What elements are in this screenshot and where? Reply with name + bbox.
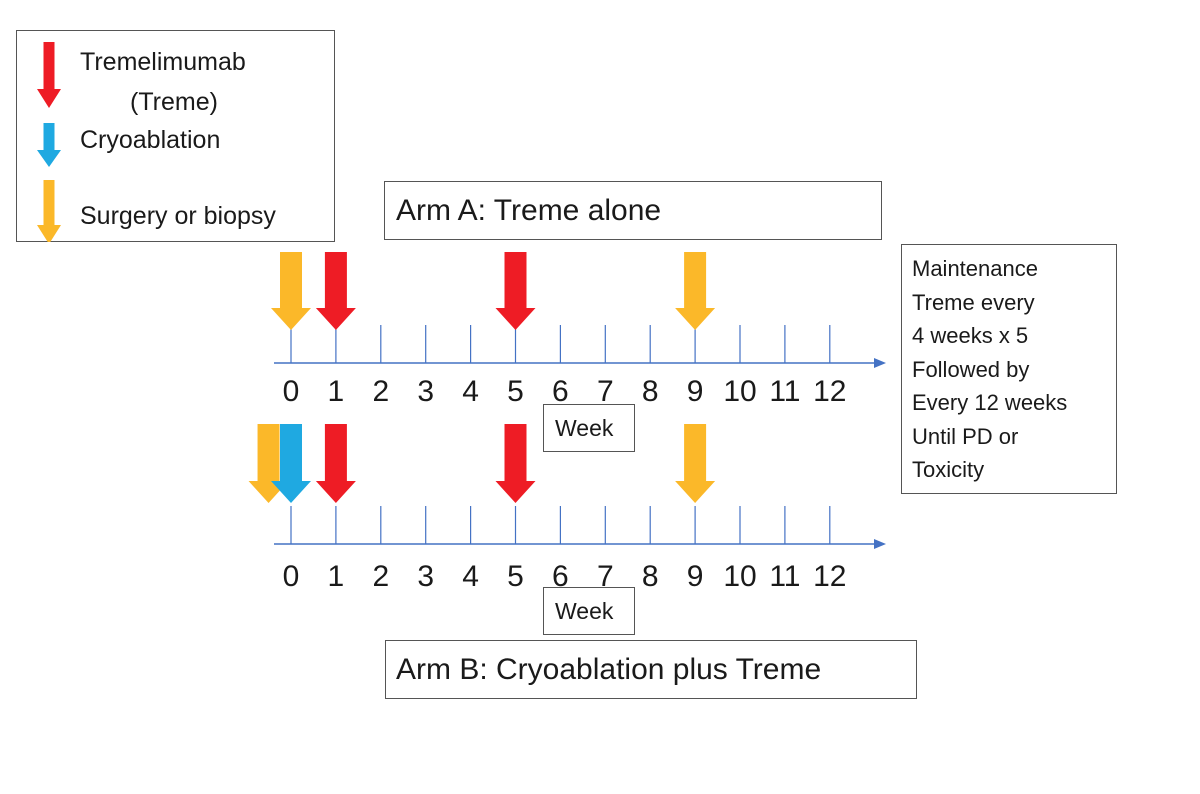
legend-icons [37,42,61,242]
arm-a-title-box: Arm A: Treme alone [384,181,882,240]
legend-label-surgery: Surgery or biopsy [80,202,276,230]
arm-a-tick-label: 11 [769,375,800,408]
arm-a-week-box: Week [543,404,635,452]
arm-b-tick-label: 8 [642,560,659,593]
arm-a-tick-label: 10 [723,375,756,408]
maintenance-line: Maintenance [912,256,1038,281]
arm-b-week-box: Week [543,587,635,635]
maintenance-line: Followed by [912,356,1030,382]
arm-b-tick-label: 11 [769,560,800,593]
blue-down-arrow-icon [37,123,61,167]
arm-a-title: Arm A: Treme alone [396,194,662,227]
maintenance-box: Maintenance Treme every 4 weeks x 5 Foll… [901,244,1117,494]
arm-b-tick-label: 6 [552,560,569,593]
arm-a-tick-label: 9 [687,375,704,408]
orange-down-arrow-icon [37,180,61,242]
arm-b-treme-arrow [495,424,536,503]
arm-b-tick-label: 7 [597,560,614,593]
arm-b-tick-label: 5 [507,560,524,593]
blue-down-arrow-icon [37,123,61,167]
maintenance-line: Until PD or [912,423,1019,449]
arm-a-tick-label: 6 [552,375,569,408]
arm-b-tick-label: 1 [328,560,345,593]
arm-b-tick-label: 12 [813,560,846,593]
orange-down-arrow-icon [37,180,61,242]
arm-b-tick-label: 3 [417,560,434,593]
arm-a-tick-label: 0 [283,375,300,408]
maintenance-line: Toxicity [912,457,985,482]
arm-b-title-box: Arm B: Cryoablation plus Treme [385,640,917,699]
arm-a-tick-label: 1 [328,375,345,408]
arm-a-surgery-arrow [271,252,311,330]
arm-a-treme-arrow [315,252,356,330]
arm-b-treme-arrow [315,424,356,503]
arm-b-tick-label: 0 [283,560,300,593]
arm-a-tick-label: 3 [417,375,434,408]
arm-a-treme-arrow [495,252,536,330]
arm-a-surgery-arrow [675,252,716,330]
arm-a-week-label: Week [555,415,614,441]
arm-b-week-label: Week [555,598,614,624]
arm-b-tick-label: 2 [372,560,389,593]
legend-label-cryoablation: Cryoablation [80,126,221,154]
arm-a-tick-label: 4 [462,375,479,408]
arm-a-tick-label: 8 [642,375,659,408]
maintenance-line: 4 weeks x 5 [912,323,1029,348]
arm-a-tick-label: 7 [597,375,614,408]
red-down-arrow-icon [37,42,61,108]
arm-b-tick-label: 4 [462,560,479,593]
arm-b-cryoablation-arrow [271,424,311,503]
arm-a-tick-label: 12 [813,375,846,408]
arm-b-axis-arrowhead [874,539,886,549]
maintenance-line: Treme every [912,289,1035,315]
arm-b-surgery-arrow [675,424,716,503]
arm-b-tick-label: 10 [723,560,756,593]
arm-b-title: Arm B: Cryoablation plus Treme [396,653,822,686]
arm-a-tick-label: 5 [507,375,524,408]
arm-b-tick-label: 9 [687,560,704,593]
arm-a-axis-arrowhead [874,358,886,368]
arm-a-tick-label: 2 [372,375,389,408]
legend-box: Tremelimumab (Treme) Cryoablation Surger… [16,30,335,242]
red-down-arrow-icon [37,42,61,108]
legend-label-treme-line2: (Treme) [130,88,218,116]
legend-label-treme-line1: Tremelimumab [80,48,246,76]
maintenance-line: Every 12 weeks [912,390,1068,415]
